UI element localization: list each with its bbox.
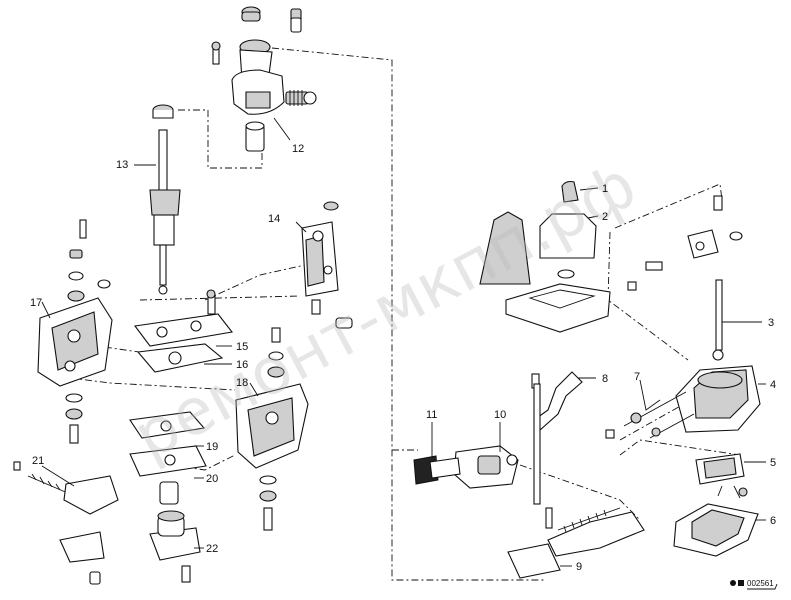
part-13-shaft	[149, 104, 181, 295]
part-7-cables	[605, 391, 695, 439]
callout-1: 1	[602, 183, 608, 195]
callout-9: 9	[576, 561, 582, 573]
part-3-lever	[627, 195, 743, 361]
callout-11: 11	[426, 409, 437, 421]
reference-code: 002561	[747, 579, 774, 588]
part-17-bracket	[37, 219, 113, 444]
assembly-line-shaft	[178, 109, 263, 169]
reference-bullet-icon	[730, 580, 736, 586]
assembly-line-14	[204, 264, 306, 301]
part-6-plate	[673, 503, 759, 557]
part-8-arm	[531, 371, 583, 431]
callout-10: 10	[494, 409, 506, 421]
callout-18: 18	[236, 377, 248, 389]
callout-22: 22	[206, 543, 218, 555]
part-19-plate	[129, 411, 206, 439]
assembly-line-17-18	[69, 377, 236, 391]
callout-labels: 1 2 3 4 5 6 7 8 9 10 11 12 13 14 15 16 1…	[30, 143, 776, 573]
callout-12: 12	[292, 143, 304, 155]
assembly-line-main	[271, 47, 545, 581]
part-4-housing	[675, 365, 761, 433]
callout-19: 19	[206, 441, 218, 453]
part-15-plate	[134, 289, 233, 347]
assembly-line-5	[619, 439, 741, 456]
callout-3: 3	[768, 317, 774, 329]
part-14-bracket	[301, 201, 353, 329]
leader-lines	[41, 117, 766, 567]
part-16-plate	[136, 343, 224, 373]
part-9-linkage	[507, 383, 645, 579]
reference-camera-icon	[738, 580, 744, 586]
assembly-line-plate-15	[139, 295, 301, 301]
callout-4: 4	[770, 379, 776, 391]
callout-8: 8	[602, 373, 608, 385]
part-11-bracket	[413, 455, 461, 485]
callout-14: 14	[268, 213, 280, 225]
part-12-housing	[211, 6, 317, 152]
assembly-line-linkage	[614, 183, 723, 229]
part-22-mount	[149, 510, 201, 583]
callout-17: 17	[30, 297, 42, 309]
callout-15: 15	[236, 341, 248, 353]
part-5-bracket	[695, 453, 748, 499]
callout-20: 20	[206, 473, 218, 485]
callout-6: 6	[770, 515, 776, 527]
callout-2: 2	[602, 211, 608, 223]
callout-5: 5	[770, 457, 776, 469]
part-20-plate	[129, 445, 207, 505]
part-21-linkage	[13, 461, 119, 585]
reference-tag: 002561	[730, 579, 778, 590]
assembly-line-lever	[607, 231, 689, 361]
callout-21: 21	[32, 455, 44, 467]
part-10-bracket	[453, 445, 519, 489]
callout-7: 7	[634, 371, 640, 383]
callout-16: 16	[236, 359, 248, 371]
parts-1-2-knob-boot	[479, 180, 611, 333]
part-18-bracket	[235, 327, 309, 531]
callout-13: 13	[116, 159, 128, 171]
